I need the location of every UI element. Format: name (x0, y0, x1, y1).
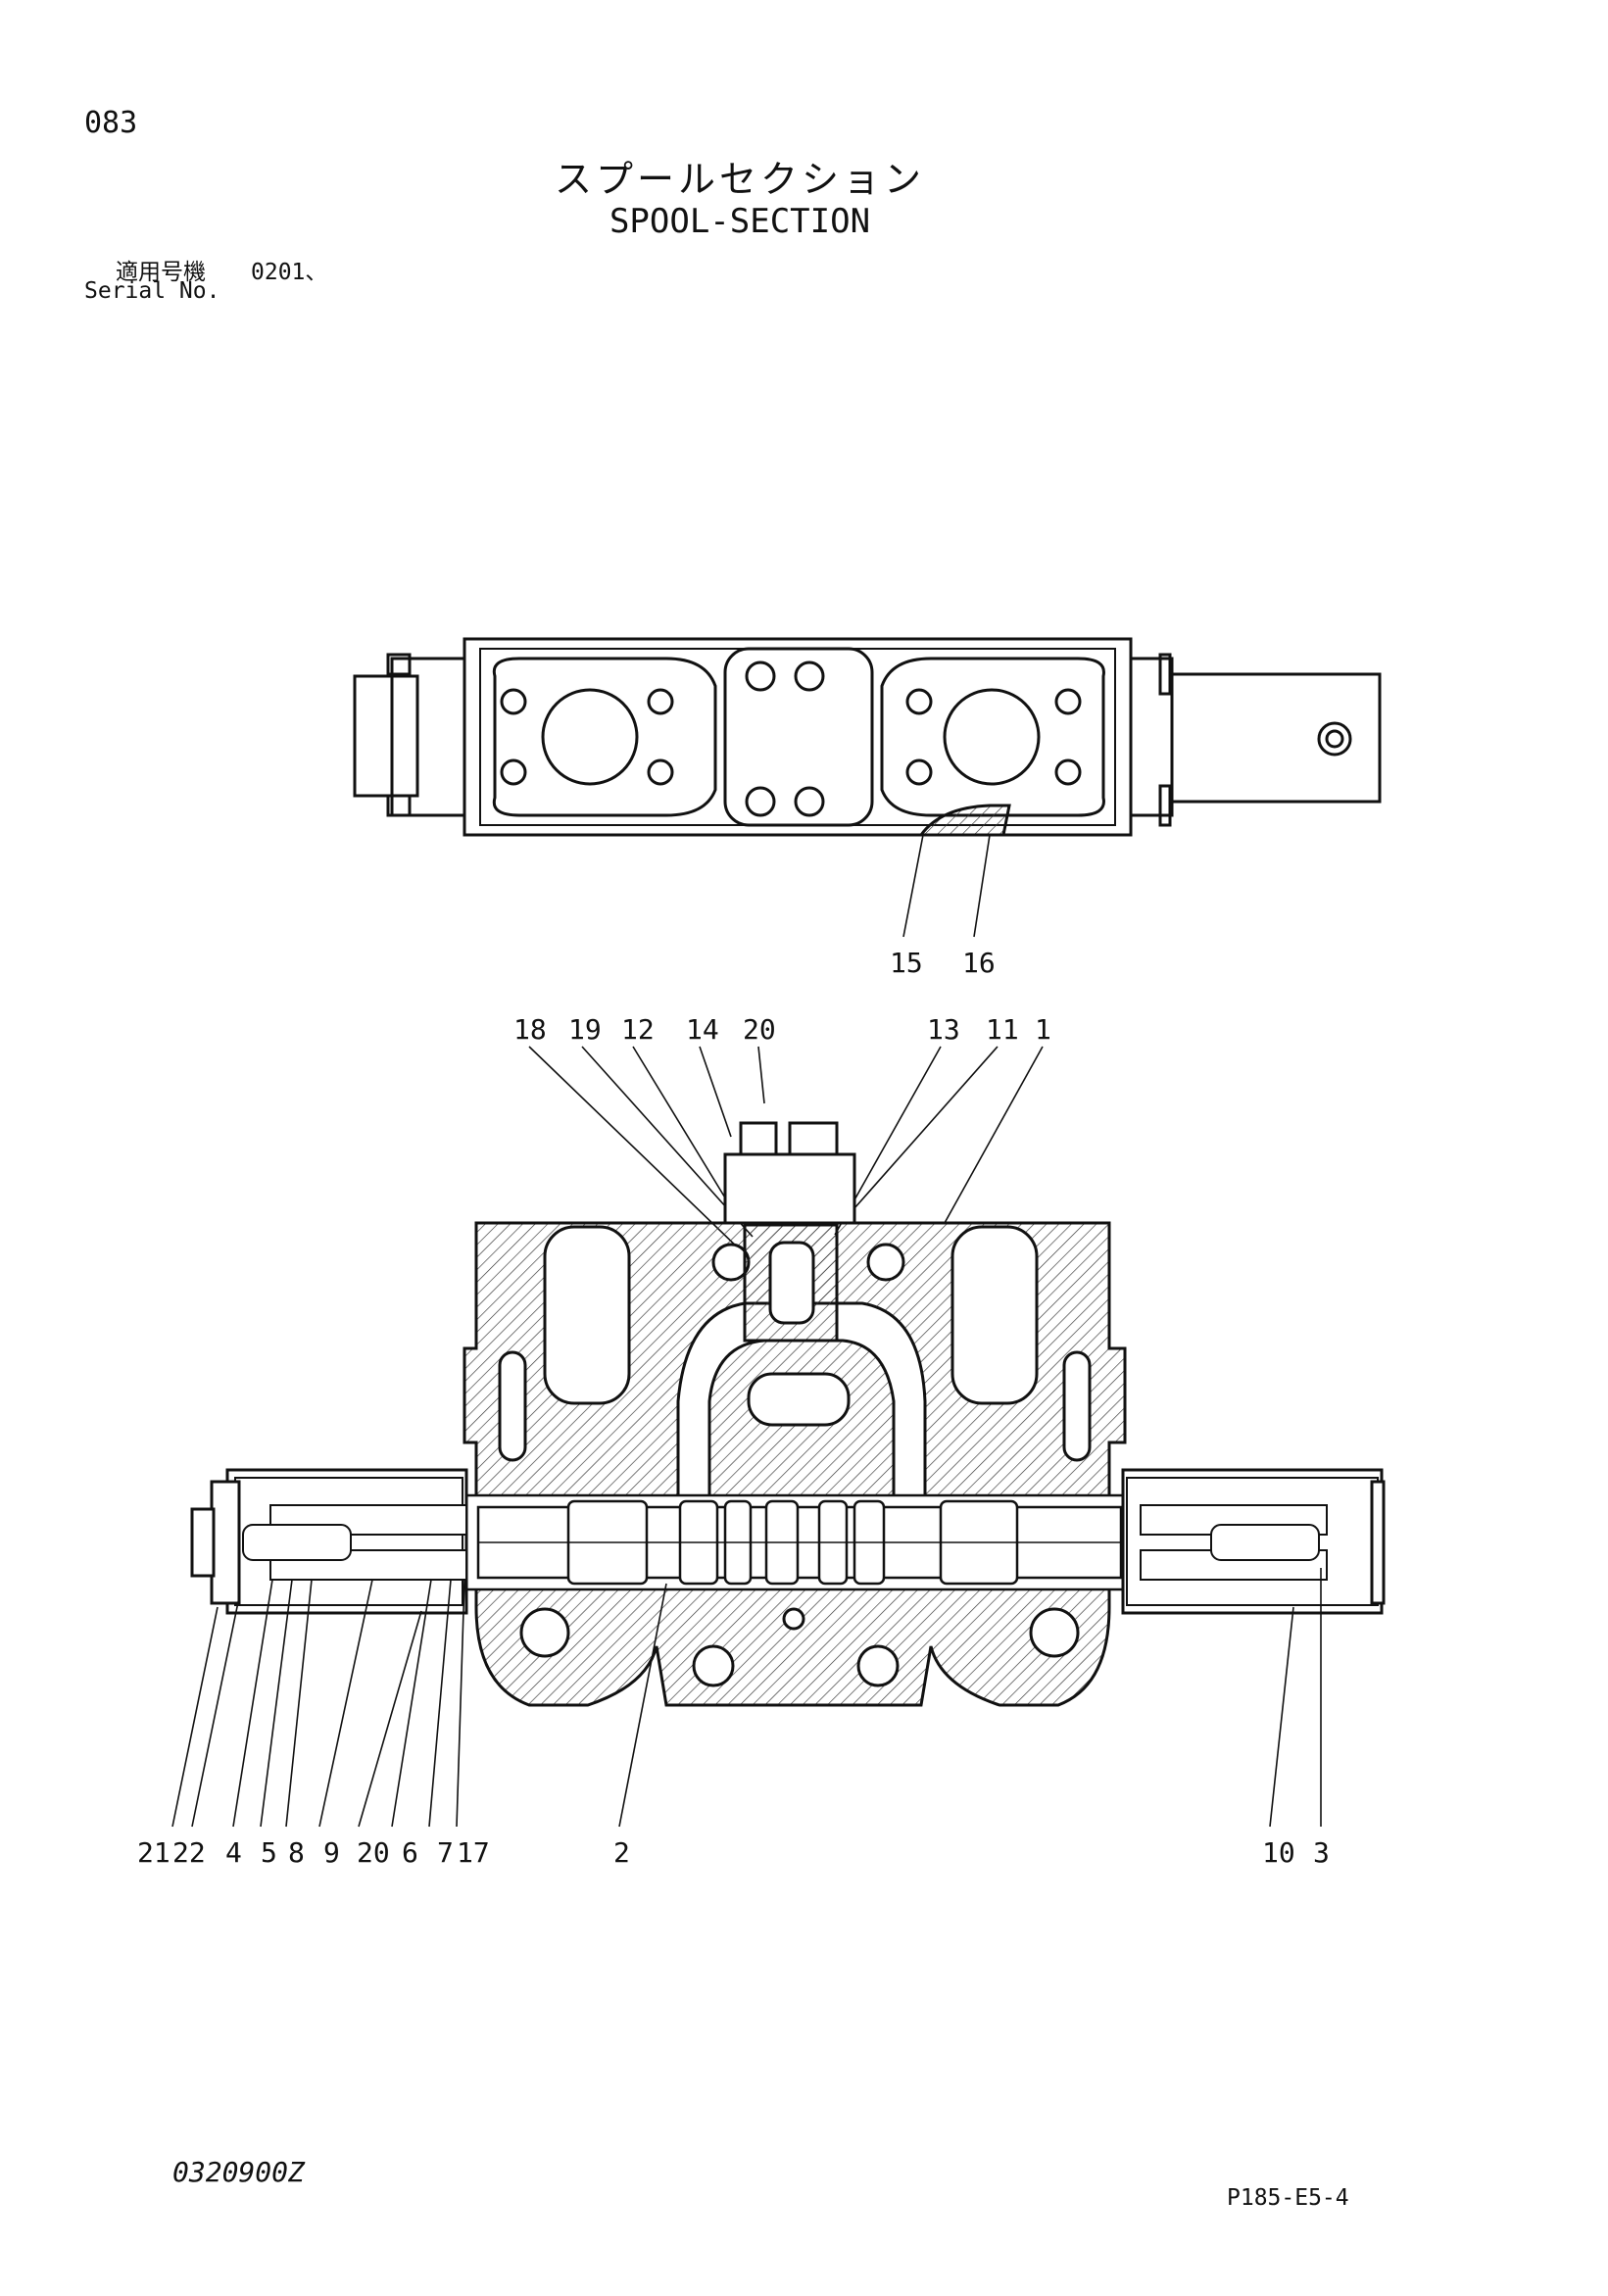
callout-15: 15 (890, 947, 923, 979)
center-core-cavity (747, 1372, 851, 1427)
callout-13: 13 (927, 1013, 960, 1046)
callout-14: 14 (686, 1013, 719, 1046)
top-right-flange (880, 657, 1105, 817)
document-code: 0320900Z (172, 2156, 305, 2188)
left-side-passage (498, 1350, 527, 1462)
top-right-main-port (943, 688, 1041, 786)
top-right-end (1170, 672, 1382, 804)
callout-6: 6 (402, 1836, 418, 1869)
callout-3: 3 (1313, 1836, 1330, 1869)
spool (476, 1499, 1123, 1586)
top-left-lug (386, 653, 412, 676)
top-bolt (1054, 688, 1082, 715)
right-cap-nut (1370, 1480, 1386, 1605)
top-right-lug (1158, 653, 1172, 696)
body-hole (782, 1607, 805, 1631)
valve-cap (723, 1152, 856, 1225)
callout-7: 7 (437, 1836, 454, 1869)
bottom-leaders (171, 1568, 1322, 1828)
callout-8: 8 (288, 1836, 305, 1869)
top-center-bolt (794, 786, 825, 817)
valve-plug-left (739, 1121, 778, 1156)
top-body-inner (479, 648, 1116, 826)
top-right-port (1317, 721, 1352, 757)
callout-20-top: 20 (743, 1013, 776, 1046)
title-english: SPOOL-SECTION (609, 202, 871, 241)
body-hole (519, 1607, 570, 1658)
page-number: 083 (84, 106, 138, 140)
body-hole (692, 1644, 735, 1687)
top-center-bolt (745, 660, 776, 692)
title-japanese: スプールセクション (554, 158, 925, 201)
left-cap-bolt (190, 1507, 216, 1578)
callout-18: 18 (513, 1013, 547, 1046)
valve-plug-right (788, 1121, 839, 1156)
callout-12: 12 (621, 1013, 655, 1046)
top-valve-assembly (723, 1121, 856, 1343)
callout-10: 10 (1262, 1836, 1295, 1869)
right-side-passage (1062, 1350, 1092, 1462)
callout-9: 9 (323, 1836, 340, 1869)
serial-label-english: Serial No. (84, 278, 220, 304)
callout-5: 5 (261, 1836, 277, 1869)
right-spring-seat (1210, 1524, 1320, 1561)
top-bolt (905, 688, 933, 715)
top-center-block (723, 647, 874, 827)
top-left-lug (386, 794, 412, 817)
callout-2: 2 (613, 1836, 630, 1869)
valve-poppet (768, 1241, 815, 1325)
top-center-bolt (745, 786, 776, 817)
left-cap-assembly (190, 1468, 468, 1615)
top-right-lug (1158, 784, 1172, 827)
top-bolt (905, 758, 933, 786)
top-center-bolt (794, 660, 825, 692)
callout-4: 4 (225, 1836, 242, 1869)
body-hole (856, 1644, 900, 1687)
callout-17: 17 (457, 1836, 490, 1869)
top-left-cylinder (390, 657, 466, 817)
top-cutaway (918, 804, 1011, 837)
top-bolt (1054, 758, 1082, 786)
left-spring-lower (269, 1549, 467, 1581)
top-leaders (902, 834, 991, 938)
callout-1: 1 (1035, 1013, 1051, 1046)
top-left-main-port (541, 688, 639, 786)
top-view (353, 637, 1382, 837)
top-bolt (500, 758, 527, 786)
callout-11: 11 (986, 1013, 1019, 1046)
left-vertical-passage (543, 1225, 631, 1405)
body-hole (1029, 1607, 1080, 1658)
top-bolt (647, 688, 674, 715)
right-cap-assembly (1121, 1468, 1386, 1615)
section-view (190, 1121, 1386, 1707)
callout-19: 19 (568, 1013, 602, 1046)
left-cap-nut (210, 1480, 241, 1605)
callout-21: 21 (137, 1836, 171, 1869)
serial-label-japanese: 適用号機 (116, 260, 206, 285)
body-hole (866, 1243, 905, 1282)
callout-20-bottom: 20 (357, 1836, 390, 1869)
top-bolt (500, 688, 527, 715)
page-reference: P185-E5-4 (1227, 2185, 1349, 2211)
top-left-end-cap (353, 674, 419, 798)
callout-16: 16 (962, 947, 996, 979)
callout-22: 22 (172, 1836, 206, 1869)
top-bolt (647, 758, 674, 786)
left-spring-seat (242, 1524, 352, 1561)
serial-value: 0201、 (251, 260, 328, 285)
top-right-cylinder (1129, 657, 1174, 817)
top-right-port-inner (1325, 729, 1344, 749)
right-vertical-passage (950, 1225, 1039, 1405)
top-left-flange (492, 657, 717, 817)
